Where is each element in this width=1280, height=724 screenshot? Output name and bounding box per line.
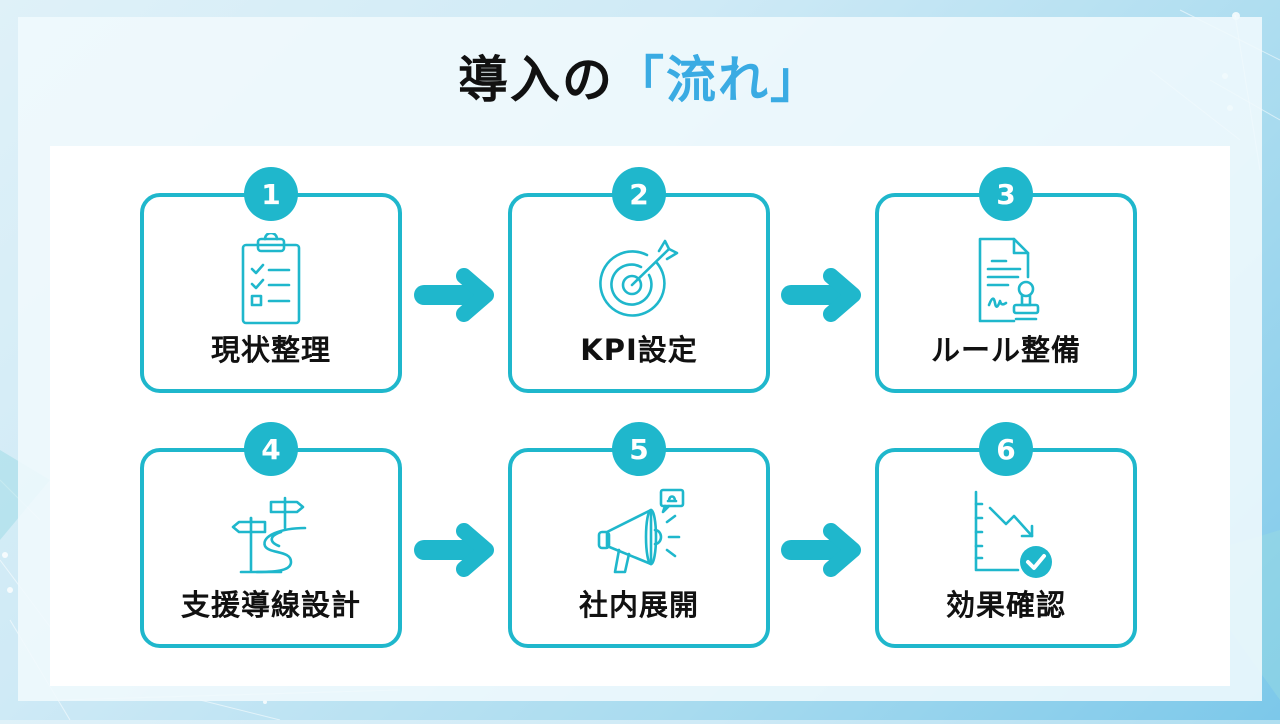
megaphone-icon (597, 488, 685, 574)
step-number-badge: 1 (244, 167, 298, 221)
step-number-badge: 3 (979, 167, 1033, 221)
arrow-right-icon (781, 523, 861, 577)
arrow-right-icon (414, 523, 494, 577)
step-card-2: 2 KPI設定 (508, 167, 770, 393)
arrow-right-icon (414, 268, 494, 322)
page-title: 導入の「流れ」 (0, 40, 1280, 112)
step-card-6: 6 効果確認 (875, 422, 1137, 648)
step-number-badge: 4 (244, 422, 298, 476)
step-label: 社内展開 (578, 588, 699, 622)
step-number-badge: 2 (612, 167, 666, 221)
title-prefix: 導入の (458, 51, 614, 109)
clipboard-checklist-icon (241, 233, 301, 325)
document-stamp-icon (978, 237, 1040, 323)
step-card-3: 3 ルール整備 (875, 167, 1137, 393)
step-label: 現状整理 (210, 333, 331, 367)
step-label: 支援導線設計 (180, 588, 361, 622)
chart-down-check-icon (974, 490, 1052, 578)
title-accent: 「流れ」 (614, 51, 822, 109)
arrow-right-icon (781, 268, 861, 322)
step-number-badge: 6 (979, 422, 1033, 476)
step-card-5: 5 社内展開 (508, 422, 770, 648)
step-card-1: 1 現状整理 (140, 167, 402, 393)
step-label: KPI設定 (580, 333, 698, 367)
step-label: 効果確認 (945, 588, 1066, 622)
step-label: ルール整備 (930, 333, 1081, 367)
step-number-badge: 5 (612, 422, 666, 476)
step-card-4: 4 支援導線設計 (140, 422, 402, 648)
target-arrow-icon (599, 239, 679, 317)
signpost-road-icon (231, 496, 307, 574)
